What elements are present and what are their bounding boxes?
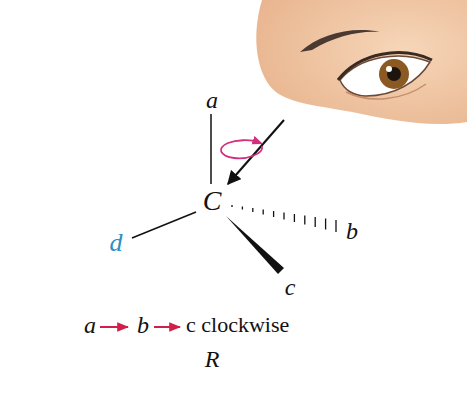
hash-stroke <box>252 208 253 212</box>
sequence-arrow <box>100 326 128 328</box>
hash-stroke <box>273 211 274 217</box>
viewing-arrow <box>228 120 284 184</box>
eye-illustration <box>256 0 467 124</box>
bond-line <box>132 212 196 238</box>
rotation-arrow <box>221 140 262 158</box>
hash-stroke <box>231 205 232 207</box>
sequence-label: b <box>137 313 149 337</box>
sequence-label: c clockwise <box>186 314 289 336</box>
substituent-label: c <box>285 275 296 299</box>
hash-stroke <box>325 219 326 230</box>
substituent-label: a <box>206 88 218 112</box>
hash-stroke <box>263 210 264 215</box>
hash-stroke <box>315 217 316 227</box>
substituent-label: b <box>346 219 358 243</box>
sequence-label: a <box>84 313 96 337</box>
stereocenter-label: C <box>203 187 222 215</box>
hash-stroke <box>294 214 295 222</box>
substituent-label: d <box>110 230 123 256</box>
configuration-label: R <box>205 347 220 371</box>
bond-line <box>210 114 212 184</box>
hash-stroke <box>283 213 284 220</box>
hash-stroke <box>304 216 305 225</box>
hash-stroke <box>242 207 243 210</box>
hashed-bond <box>232 205 336 232</box>
hash-stroke <box>335 220 336 232</box>
sequence-arrow <box>154 326 180 328</box>
wedge-bond <box>226 216 284 274</box>
